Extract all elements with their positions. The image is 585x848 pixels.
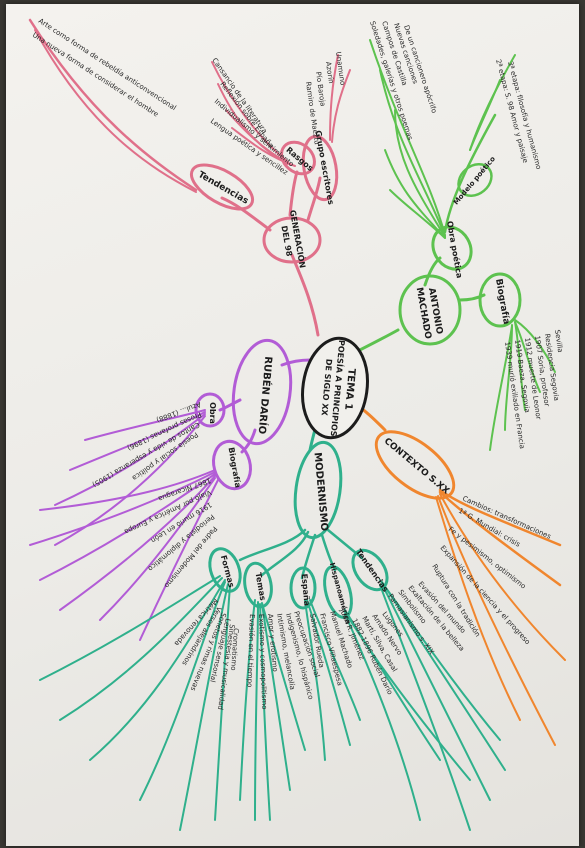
formas-bubble xyxy=(208,547,242,593)
contexto-bubble xyxy=(374,430,456,500)
generacion98-bubble xyxy=(262,216,322,264)
ruben-label: RUBÉN DARÍO xyxy=(256,356,276,435)
espana-bubble xyxy=(289,566,317,610)
escritor-2: Azorín xyxy=(324,61,335,84)
modelo-bubble xyxy=(457,162,493,198)
espana-label: España xyxy=(300,573,312,606)
branch-ruben-dario xyxy=(29,338,312,641)
ruben-bubble xyxy=(231,338,293,446)
modernismo-bubble xyxy=(293,440,343,540)
machado-bubble xyxy=(398,274,462,346)
hispanoamerica-bubble xyxy=(323,565,353,619)
obra-poetica-label: Obra poética xyxy=(445,220,465,279)
contexto-label: CONTEXTO S.XX xyxy=(382,436,451,496)
biografia-ruben-bubble xyxy=(212,439,252,491)
machado-bio-1: Sevilla xyxy=(553,329,564,353)
grupo-escritores-bubble xyxy=(301,134,339,202)
temas-bubble xyxy=(243,561,273,609)
obra-ruben-label: Obra xyxy=(208,402,217,424)
branch-contexto xyxy=(348,398,566,746)
tema-1: Evasión en el tiempo xyxy=(245,614,256,688)
tendencias98-bubble xyxy=(189,163,255,211)
center-topic: TEMA 1 POESÍA A PRINCIPIOS DE SIGLO XX xyxy=(301,336,369,440)
formas-label: Formas xyxy=(219,554,236,589)
branch-generacion-98 xyxy=(28,18,351,337)
gen98-tendencia-1: Arte como forma de rebeldía anticonvenci… xyxy=(37,17,178,112)
tendencias-mod-bubble xyxy=(351,548,389,592)
modernismo-label: MODERNISMO xyxy=(312,452,330,532)
obra-poetica-bubble xyxy=(431,225,473,271)
rasgos-bubble xyxy=(280,140,316,176)
center-line-1: TEMA 1 xyxy=(342,368,357,411)
tema-2: Exotismo y cosmopolitismo xyxy=(257,614,268,710)
temas-label: Temas xyxy=(254,572,268,602)
obra-ruben-bubble xyxy=(194,392,226,428)
contexto-item-3: Fe y pesimismo, optimismo xyxy=(447,525,527,590)
biografia-machado-label: Biografía xyxy=(493,278,511,325)
escritor-3: Pío Baroja xyxy=(314,71,327,107)
biografia-machado-bubble xyxy=(478,272,522,328)
tendencias98-label: Tendencias xyxy=(196,170,250,207)
biografia-ruben-label: Biografía xyxy=(226,447,242,489)
forma-6: Cromatismo xyxy=(229,628,240,671)
branch-antonio-machado xyxy=(338,39,556,451)
